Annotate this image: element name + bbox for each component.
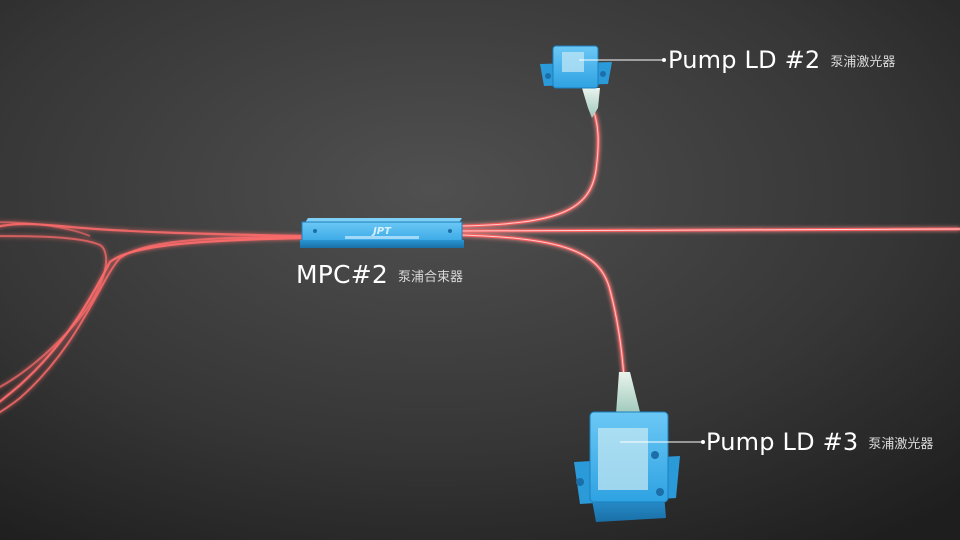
pump2-screw-left <box>545 73 551 79</box>
combiner-serial <box>345 236 419 239</box>
pump-ld-3-subtitle: 泵浦激光器 <box>868 437 934 452</box>
pump-ld-2-label: Pump LD #2 泵浦激光器 <box>668 48 895 72</box>
pump3-label-plate <box>598 428 648 490</box>
pump-ld-3-label: Pump LD #3 泵浦激光器 <box>706 430 933 454</box>
pump-ld-3-module[interactable] <box>574 372 705 522</box>
pump2-leader-dot <box>662 58 666 62</box>
combiner-screw-right <box>448 229 452 233</box>
pump2-screw-right <box>600 71 606 77</box>
pump2-label-plate <box>562 52 584 72</box>
pump3-screw-top <box>651 451 659 459</box>
pump-ld-3-title: Pump LD #3 <box>706 428 859 456</box>
pump-ld-2-subtitle: 泵浦激光器 <box>830 55 896 70</box>
mpc-2-subtitle: 泵浦合束器 <box>397 270 463 285</box>
combiner-logo: JPT <box>371 226 392 237</box>
pump3-screw-left <box>576 478 584 486</box>
fiber-output-core <box>459 228 960 232</box>
fiber-pump2-core <box>459 111 599 227</box>
pump-ld-2-module[interactable] <box>540 45 666 118</box>
pump-ld-2-title: Pump LD #2 <box>668 46 821 74</box>
mpc-combiner[interactable]: JPT <box>300 218 464 248</box>
fiber-loop-2 <box>0 236 301 414</box>
pump3-leader-dot <box>701 440 705 444</box>
fiber-loop-1 <box>0 236 306 403</box>
mpc-2-title: MPC#2 <box>296 260 388 289</box>
fiber-loop-3 <box>0 235 108 389</box>
fiber-pump3-core <box>459 234 625 379</box>
mpc-2-label: MPC#2 泵浦合束器 <box>296 262 463 287</box>
fiber-bundle <box>0 111 960 414</box>
combiner-screw-left <box>313 229 317 233</box>
fiber-loop-outer <box>0 222 306 238</box>
fiber-loop-4 <box>0 221 91 237</box>
combiner-base <box>300 240 464 248</box>
pump3-boot <box>616 372 640 414</box>
pump3-screw-right <box>656 488 664 496</box>
pump2-boot <box>582 88 600 118</box>
